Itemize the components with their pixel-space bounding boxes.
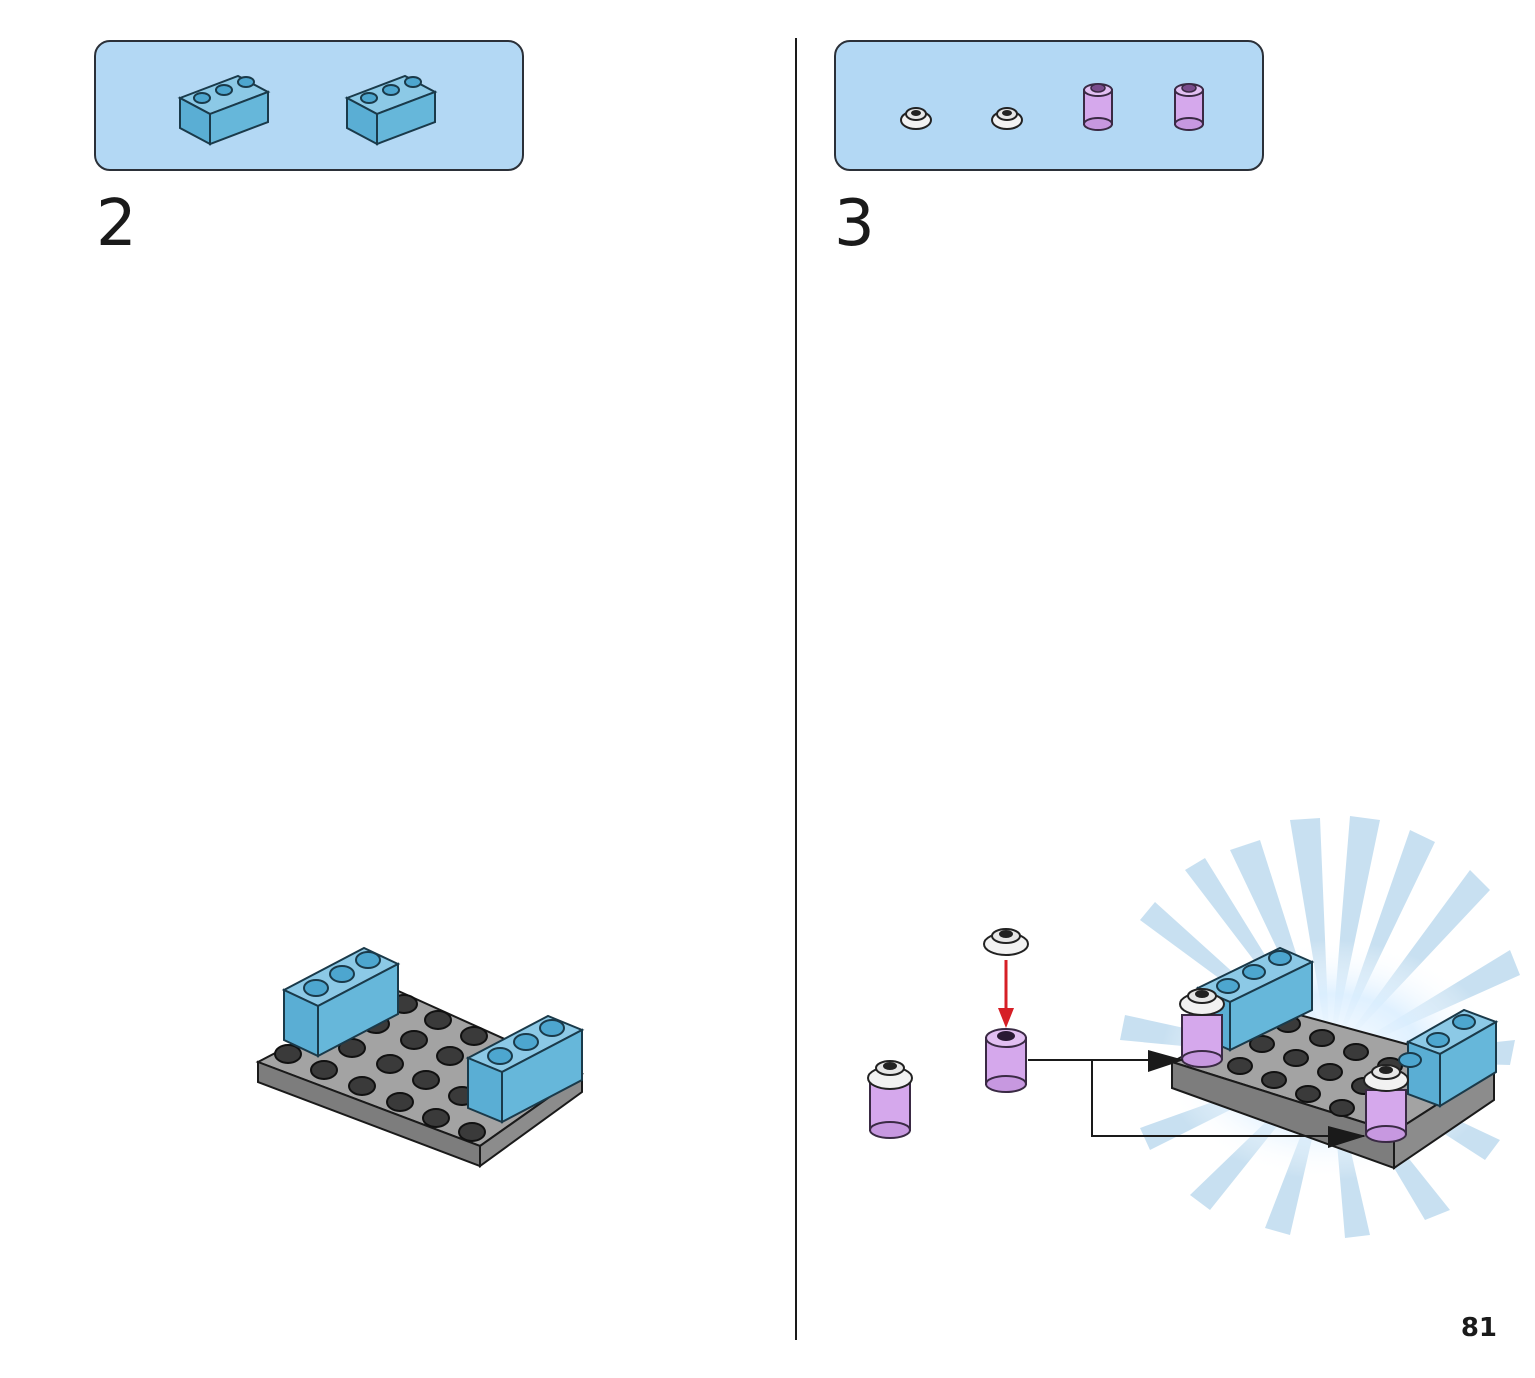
loose-round-plate: [983, 928, 1029, 956]
parts-callout-step-3: [834, 40, 1264, 171]
step-number: 2: [96, 187, 137, 261]
step-2-assembly-illustration: [255, 946, 585, 1168]
subassembly-round-stack: [867, 1060, 913, 1139]
part-brick-1x3-icon: [177, 74, 271, 146]
step-3-assembly-illustration: [867, 816, 1520, 1238]
part-round-brick-icon: [1174, 83, 1204, 131]
black-arrow: [1091, 1060, 1364, 1137]
part-round-plate-icon: [991, 107, 1023, 130]
page-number: 81: [1460, 1313, 1497, 1343]
parts-callout-step-2: [94, 40, 524, 171]
step-number: 3: [834, 187, 875, 261]
loose-round-brick: [985, 1028, 1027, 1093]
placed-round-stack: [1363, 1064, 1409, 1143]
placed-round-stack: [1179, 988, 1225, 1068]
part-round-brick-icon: [1083, 83, 1113, 131]
page-divider: [795, 38, 797, 1340]
part-round-plate-icon: [900, 107, 932, 130]
part-brick-1x3-icon: [344, 74, 438, 146]
